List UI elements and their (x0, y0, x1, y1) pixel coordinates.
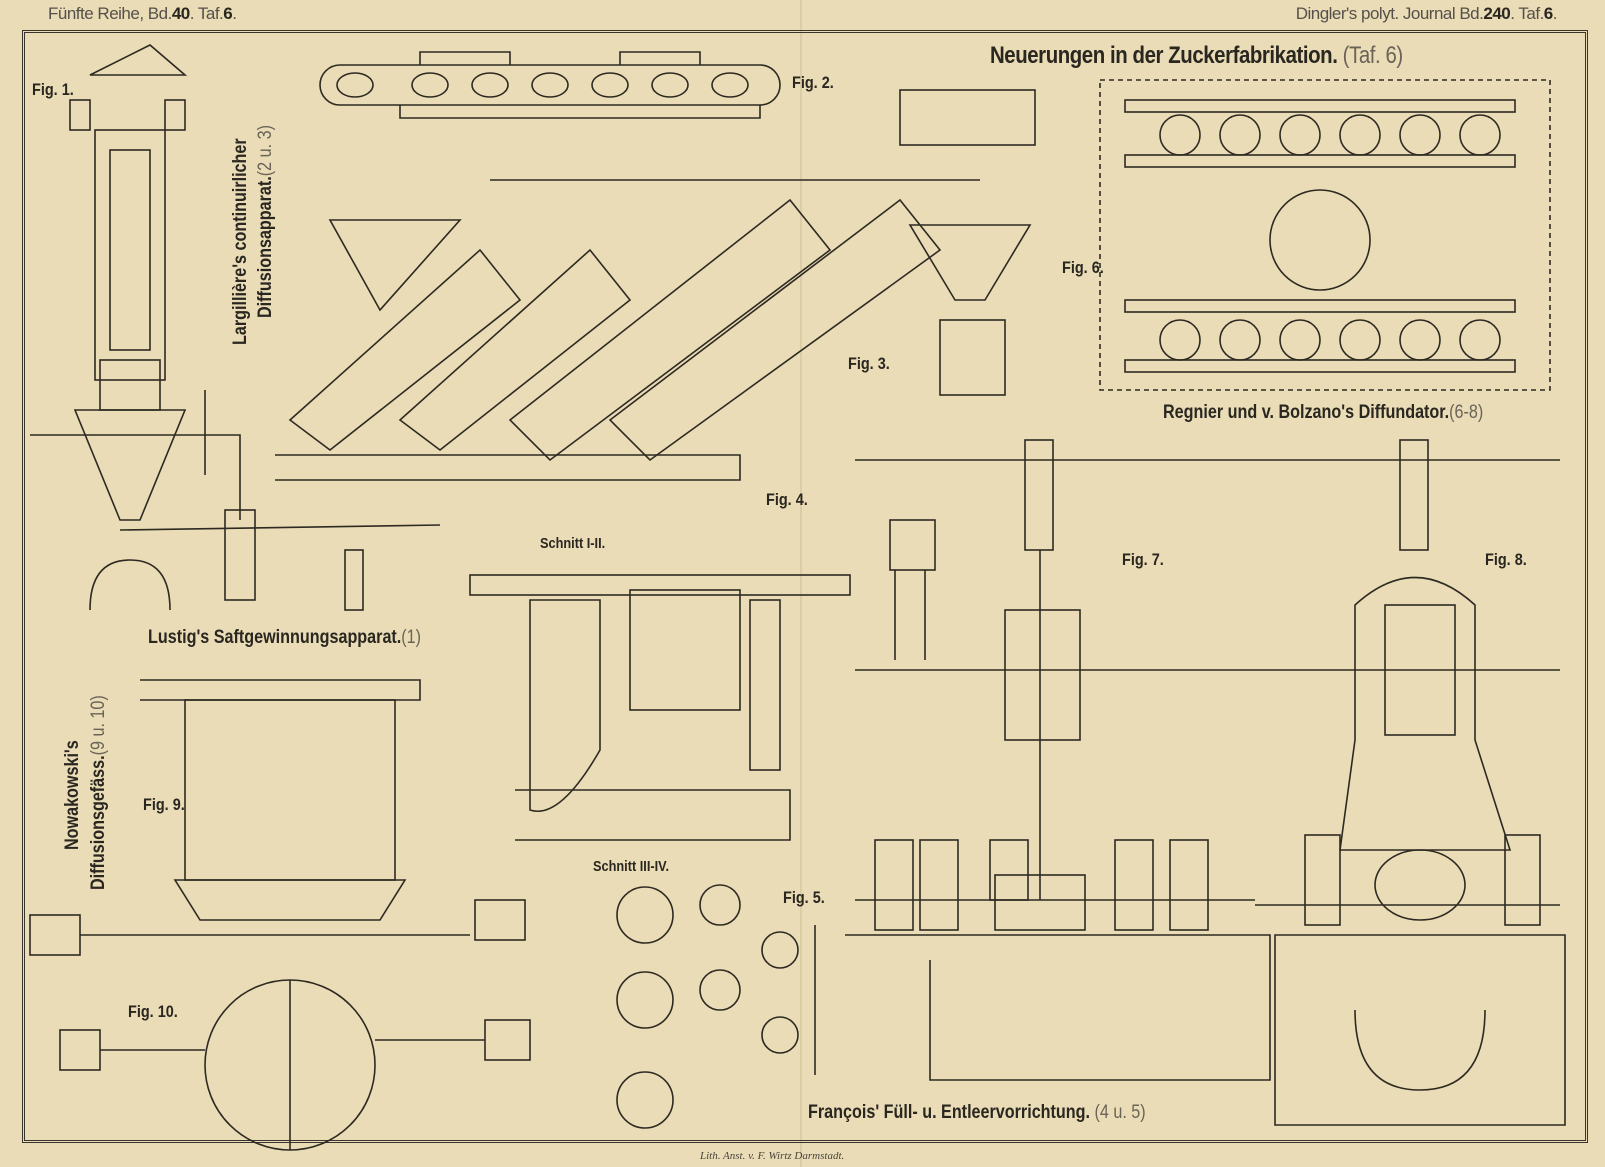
fig8-drawing (1255, 439, 1566, 1126)
fig6-drawing (1099, 79, 1551, 391)
caption-regnier: Regnier und v. Bolzano's Diffundator.(6-… (1163, 402, 1483, 424)
caption-largilliere-line1: Largillière's continuirlicher (230, 138, 251, 345)
fig9-label: Fig. 9. (143, 795, 185, 814)
fig1-label: Fig. 1. (32, 80, 74, 99)
header-right-end: . (1552, 4, 1558, 23)
caption-regnier-ref: (6-8) (1449, 402, 1484, 423)
fig3-label: Fig. 3. (848, 354, 890, 373)
header-right-prefix: Dingler's polyt. Journal Bd. (1295, 4, 1484, 23)
fig7-drawing (845, 439, 1271, 1081)
plate-title-ref: (Taf. 6) (1342, 42, 1404, 69)
fig2-drawing (319, 51, 781, 119)
header-left-prefix: Fünfte Reihe, Bd. (48, 4, 172, 23)
plate-frame (22, 30, 1588, 1143)
caption-nowakowski: Nowakowski's (62, 740, 84, 850)
fig10-label: Fig. 10. (128, 1002, 178, 1021)
header-right: Dingler's polyt. Journal Bd.240. Taf.6. (1295, 4, 1558, 24)
fig3-drawing (275, 89, 1036, 481)
printer-credit: Lith. Anst. v. F. Wirtz Darmstadt. (700, 1150, 845, 1162)
fig8-label: Fig. 8. (1485, 550, 1527, 569)
caption-lustig-text: Lustig's Saftgewinnungsapparat. (148, 627, 402, 648)
caption-lustig: Lustig's Saftgewinnungsapparat.(1) (148, 627, 421, 649)
fig6-label: Fig. 6. (1062, 258, 1104, 277)
header-right-volume: 240 (1483, 4, 1511, 23)
fig9-10-drawing (29, 679, 531, 1151)
plate-title-main: Neuerungen in der Zuckerfabrikation. (990, 42, 1338, 69)
caption-francois-ref: (4 u. 5) (1094, 1102, 1146, 1123)
caption-regnier-text: Regnier und v. Bolzano's Diffundator. (1163, 402, 1450, 423)
fig5-label: Fig. 5. (783, 888, 825, 907)
caption-largilliere-line2: Diffusionsapparat. (255, 176, 276, 318)
schnitt-1-2-label: Schnitt I-II. (540, 535, 606, 552)
fig7-label: Fig. 7. (1122, 550, 1164, 569)
header-left-end: . (232, 4, 237, 23)
schnitt-3-4-label: Schnitt III-IV. (593, 858, 670, 875)
header-left-volume: 40 (171, 4, 190, 23)
caption-nowakowski-line2: Diffusionsgefäss. (88, 755, 109, 890)
header-left-mid: . Taf. (189, 4, 224, 23)
caption-francois-text: François' Füll- u. Entleervorrichtung. (808, 1102, 1091, 1123)
caption-francois: François' Füll- u. Entleervorrichtung. (… (808, 1102, 1146, 1124)
page-fold (800, 0, 802, 1167)
caption-lustig-ref: (1) (401, 627, 422, 648)
fig4-5-drawing (469, 574, 851, 1129)
caption-nowakowski-ref: (9 u. 10) (88, 695, 109, 756)
header-right-mid: . Taf. (1510, 4, 1544, 23)
caption-largilliere: Largillière's continuirlicher (230, 138, 252, 345)
header-right-plate: 6 (1543, 4, 1553, 23)
fig1-drawing (30, 44, 441, 611)
fig2-label: Fig. 2. (792, 73, 834, 92)
header-left: Fünfte Reihe, Bd.40. Taf.6. (48, 4, 237, 24)
plate-title: Neuerungen in der Zuckerfabrikation. (Ta… (990, 42, 1403, 70)
fig4-label: Fig. 4. (766, 490, 808, 509)
caption-nowakowski-2: Diffusionsgefäss.(9 u. 10) (88, 695, 110, 890)
header-left-plate: 6 (223, 4, 233, 23)
caption-largilliere-ref: (2 u. 3) (255, 125, 276, 177)
caption-largilliere-2: Diffusionsapparat.(2 u. 3) (255, 125, 277, 318)
caption-nowakowski-line1: Nowakowski's (62, 740, 83, 850)
